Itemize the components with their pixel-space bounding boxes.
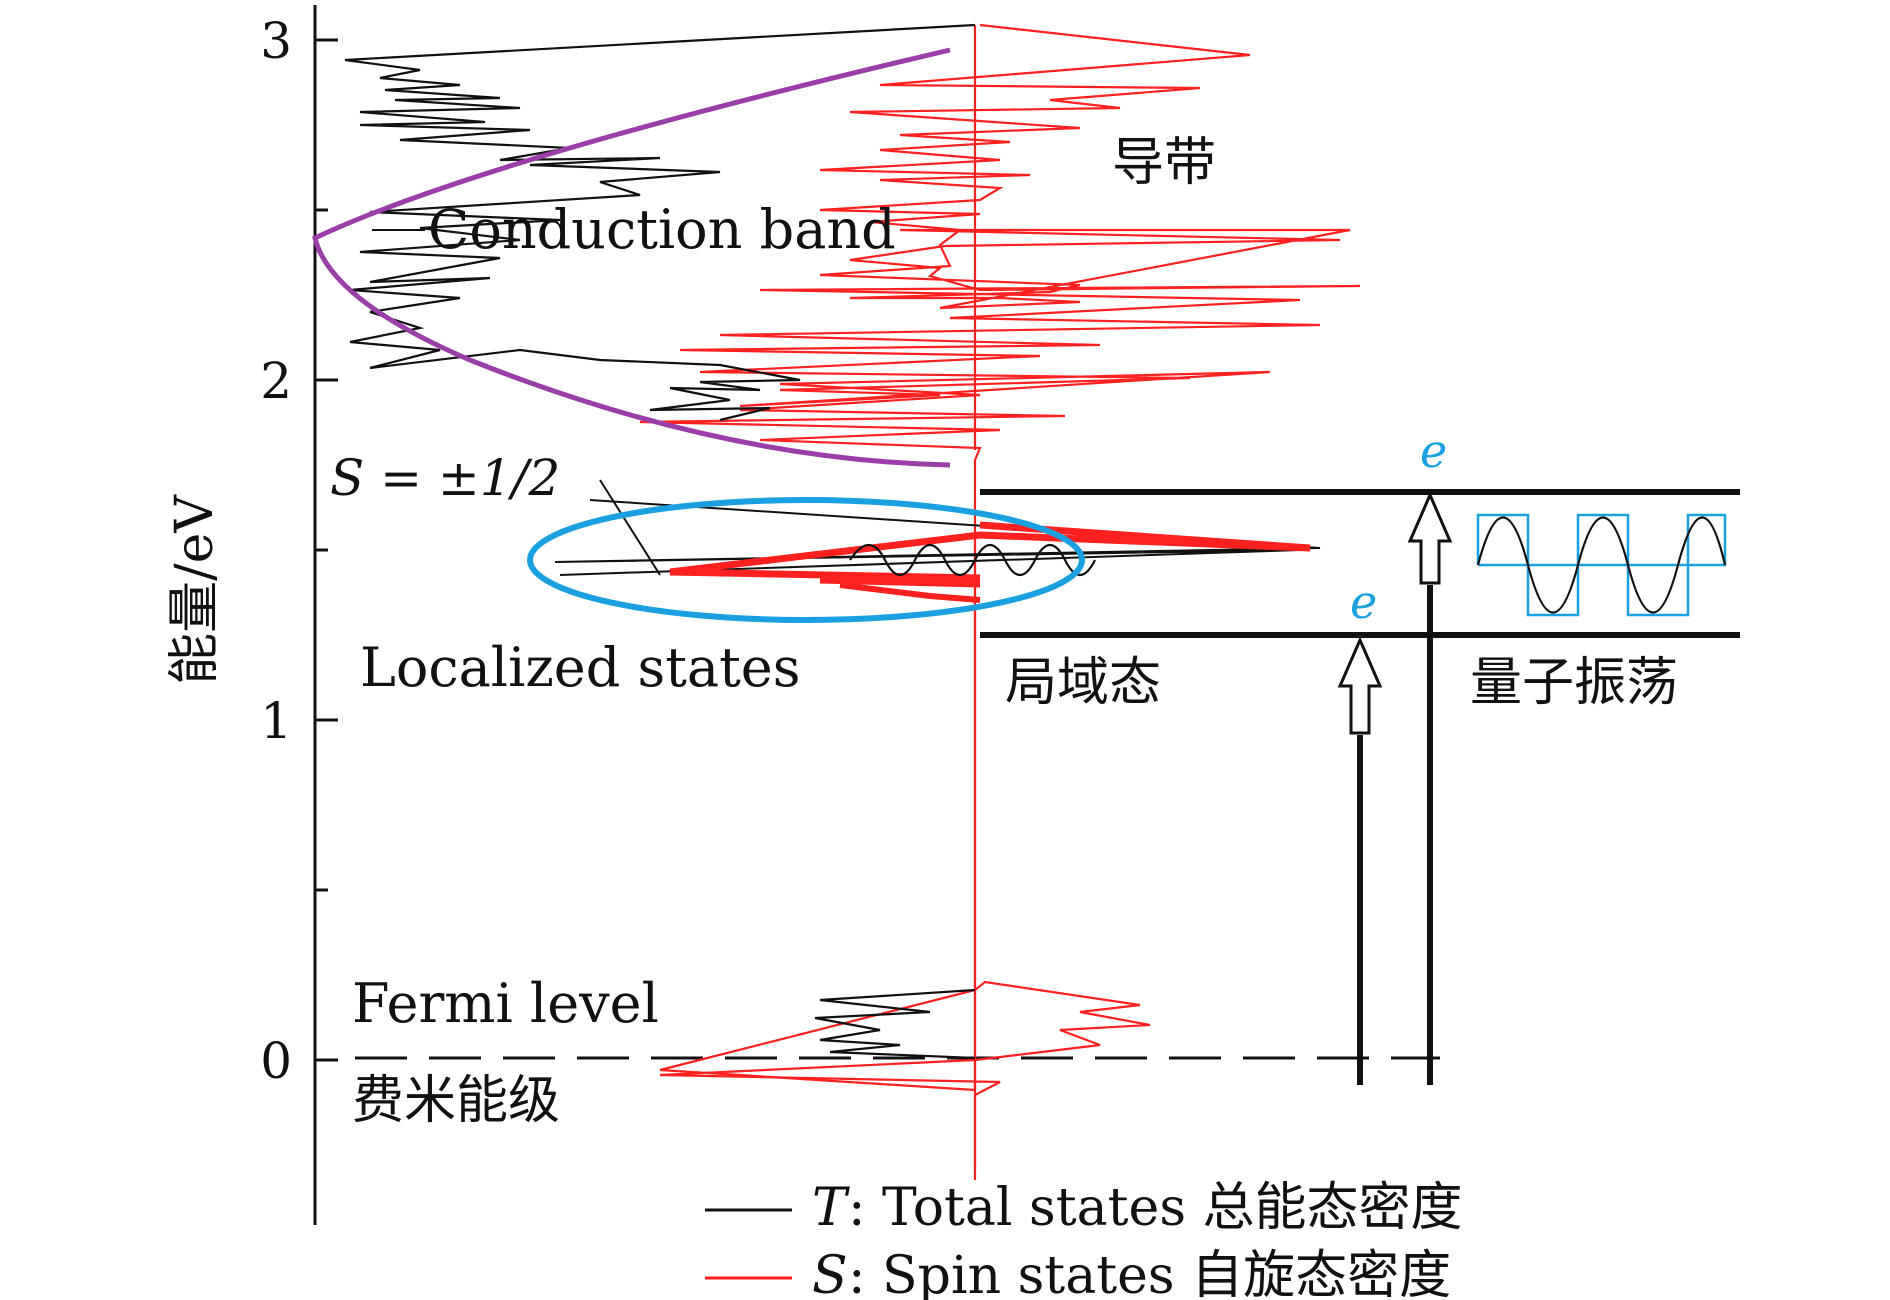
electron-label-bottom: e (1350, 575, 1377, 629)
quantum-oscillation-label: 量子振荡 (1470, 653, 1678, 713)
y-axis-ticks (315, 38, 338, 1062)
tick-label-2: 2 (260, 352, 292, 410)
tick-label-0: 0 (260, 1032, 292, 1090)
conduction-band-parabola (312, 47, 951, 468)
fermi-level-cn-label: 费米能级 (352, 1071, 560, 1131)
legend-total-symbol: T (812, 1178, 850, 1238)
localized-states-cn-label: 局域态 (1005, 653, 1161, 713)
spin-label: S = ±1/2 (330, 449, 560, 507)
total-states-fermi (814, 988, 976, 1060)
spin-states-line (659, 25, 977, 1180)
excitation-arrow-lower (1337, 636, 1383, 1085)
localized-states-ellipse (527, 497, 1085, 623)
conduction-band-en-label: Conduction band (428, 198, 896, 261)
excitation-arrow-upper (1407, 491, 1453, 1085)
tick-label-3: 3 (260, 12, 292, 70)
spin-states-curve (639, 23, 1361, 1170)
fermi-level-en-label: Fermi level (352, 972, 659, 1035)
legend-spin-text: : Spin states 自旋态密度 (848, 1246, 1451, 1300)
legend-spin-symbol: S (812, 1246, 848, 1300)
y-axis-label: 能量/eV (165, 494, 225, 685)
total-states-curve (344, 23, 976, 422)
localized-dos (554, 479, 1321, 603)
localized-states-en-label: Localized states (360, 636, 800, 699)
conduction-band-cn-label: 导带 (1112, 133, 1216, 193)
tick-label-1: 1 (260, 692, 292, 750)
electron-label-top: e (1420, 424, 1447, 478)
legend: T : Total states 总能态密度 S : Spin states 自… (705, 1178, 1463, 1300)
quantum-oscillation-inset (1476, 513, 1727, 617)
legend-total-text: : Total states 总能态密度 (848, 1178, 1463, 1238)
